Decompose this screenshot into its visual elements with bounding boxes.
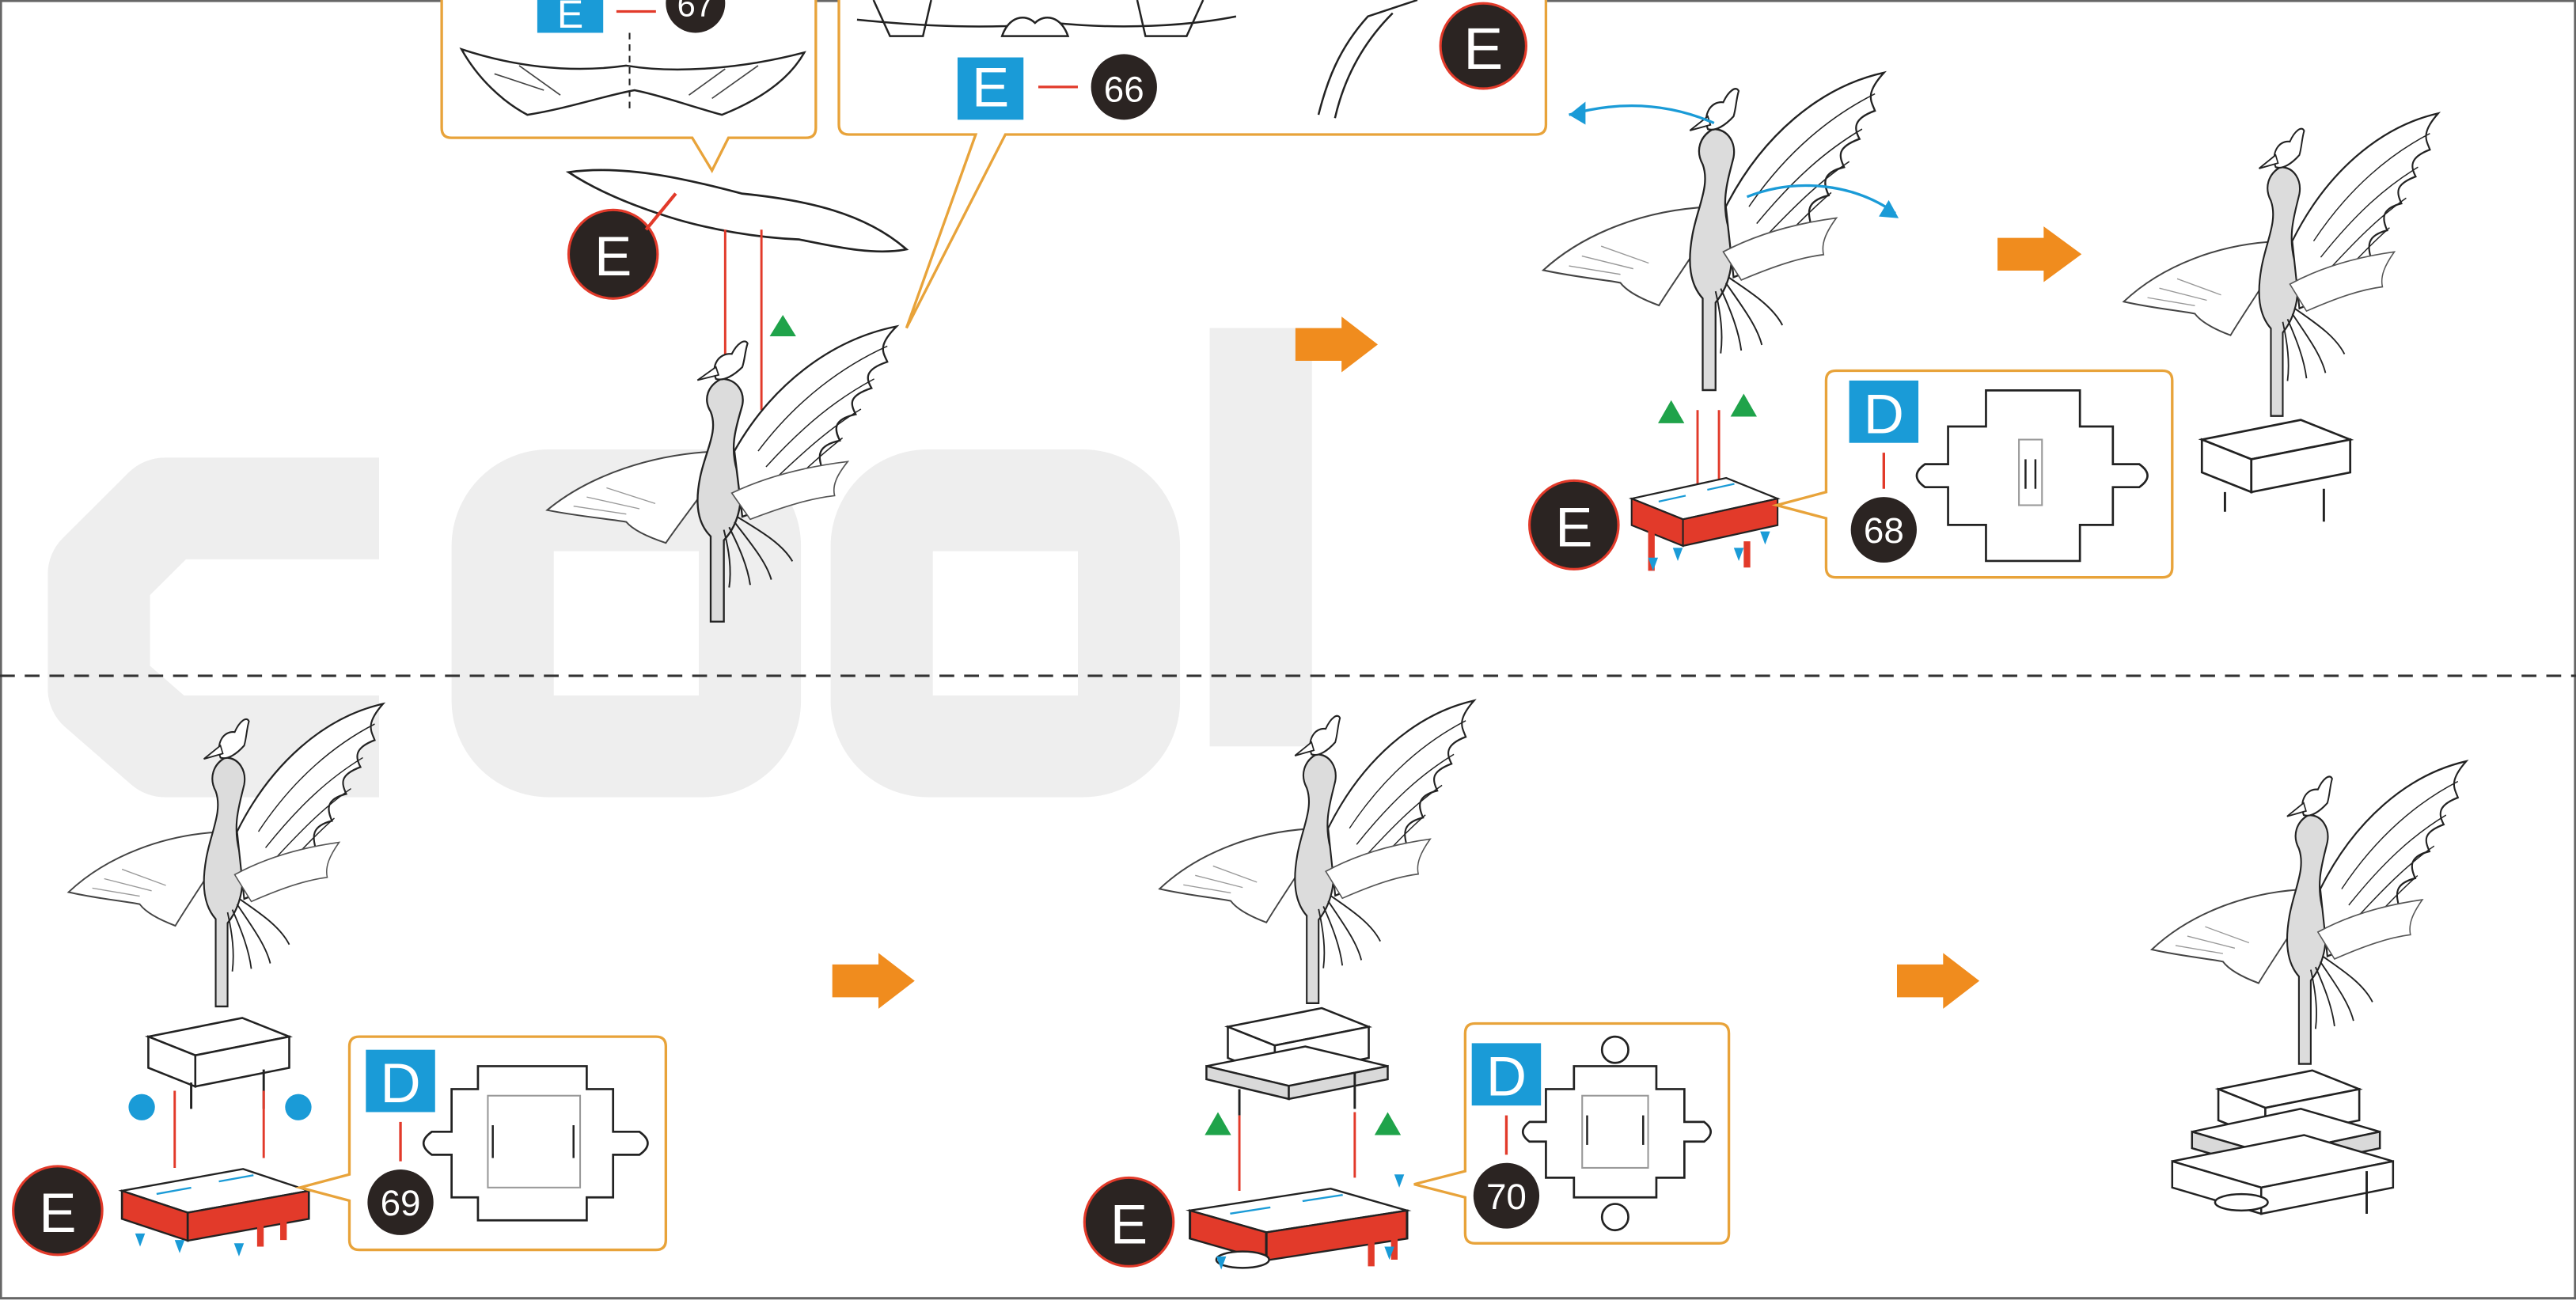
green-triangle-icon xyxy=(1731,394,1757,417)
step-top-right: E D 68 xyxy=(1530,73,2172,578)
callout-69: D 69 xyxy=(300,1037,666,1249)
callout-68: D 68 xyxy=(1777,370,2172,577)
sheet-d-label: D xyxy=(1864,382,1904,445)
next-arrow-icon xyxy=(1897,953,1979,1008)
callout-69-num: 69 xyxy=(381,1183,421,1223)
blue-dot-icon xyxy=(128,1094,154,1120)
callout-66: E 66 E xyxy=(839,0,1546,328)
fold-arrow-icon xyxy=(1569,106,1714,123)
green-triangle-icon xyxy=(1375,1112,1401,1135)
sheet-e-label: E xyxy=(594,225,632,287)
sheet-d-label: D xyxy=(1486,1045,1527,1108)
callout-67: E 67 xyxy=(442,0,816,171)
sheet-e-label: E xyxy=(972,56,1009,119)
next-arrow-icon xyxy=(1997,226,2081,282)
callout-70: D 70 xyxy=(1414,1024,1729,1244)
sheet-e-label: E xyxy=(1463,15,1503,82)
sheet-e-label: E xyxy=(557,0,583,36)
watermark xyxy=(99,328,1261,747)
green-triangle-icon xyxy=(1205,1112,1231,1135)
callout-67-num: 67 xyxy=(677,0,714,24)
next-arrow-icon xyxy=(833,953,915,1008)
sheet-e-label: E xyxy=(1110,1192,1148,1255)
sheet-e-label: E xyxy=(39,1181,76,1244)
green-triangle-icon xyxy=(770,315,796,336)
callout-66-num: 66 xyxy=(1104,70,1144,110)
step-bottom-middle: E D 70 xyxy=(1084,700,1728,1269)
callout-70-num: 70 xyxy=(1486,1177,1527,1217)
callout-68-num: 68 xyxy=(1864,510,1904,551)
result-final xyxy=(2152,761,2466,1214)
green-triangle-icon xyxy=(1658,400,1684,423)
blue-dot-icon xyxy=(285,1094,311,1120)
sheet-d-label: D xyxy=(380,1052,420,1114)
sheet-e-label: E xyxy=(1555,495,1592,558)
